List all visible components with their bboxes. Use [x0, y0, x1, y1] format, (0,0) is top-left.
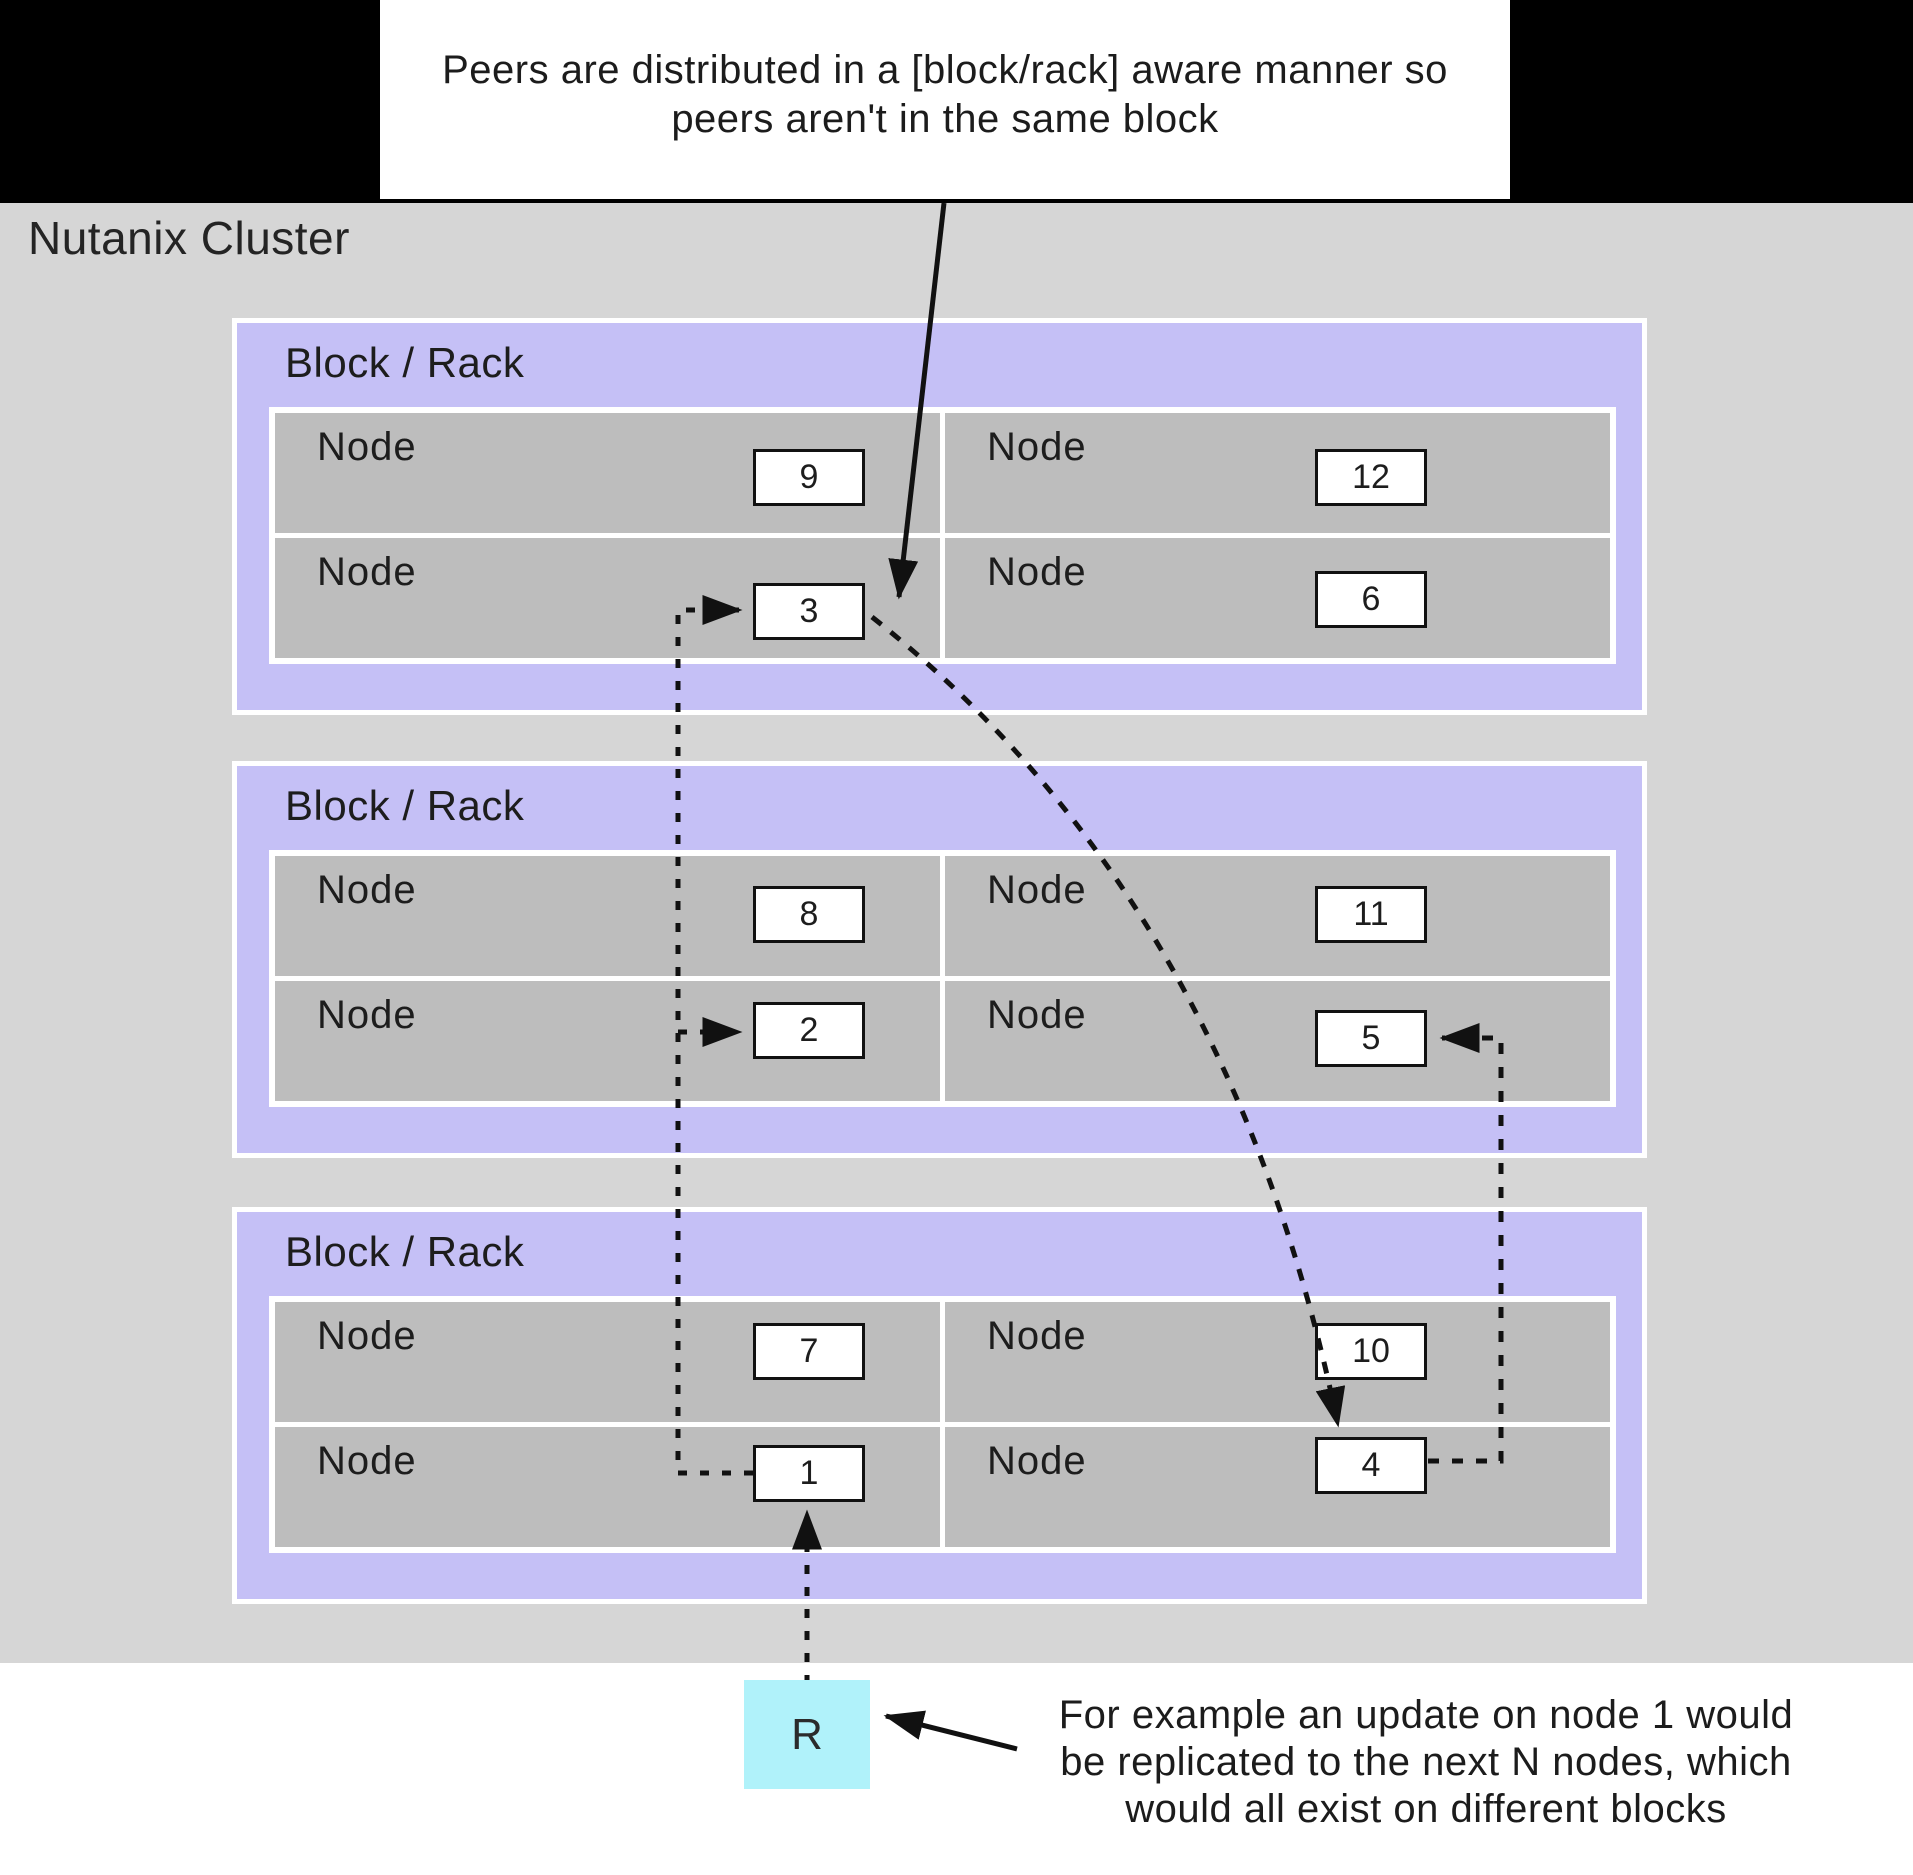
node-cell: Node 12: [945, 413, 1610, 533]
node-cell: Node 10: [945, 1302, 1610, 1422]
callout-peers-note: Peers are distributed in a [block/rack] …: [380, 0, 1510, 199]
block-rack-1: Block / Rack Node 9 Node 12 Node 3: [232, 318, 1647, 715]
note-line-2: be replicated to the next N nodes, which: [1060, 1740, 1792, 1784]
peer-box-7: 7: [753, 1323, 865, 1380]
peer-number: 1: [799, 1454, 819, 1492]
peer-number: 2: [799, 1011, 819, 1049]
peer-number: 10: [1352, 1332, 1390, 1370]
peer-number: 4: [1361, 1446, 1381, 1484]
note-line-3: would all exist on different blocks: [1125, 1787, 1727, 1831]
peer-number: 12: [1352, 458, 1390, 496]
callout-line-1: Peers are distributed in a [block/rack] …: [442, 48, 1448, 92]
peer-number: 11: [1353, 895, 1389, 933]
replication-example-note: For example an update on node 1 would be…: [1045, 1692, 1807, 1833]
peer-box-10: 10: [1315, 1323, 1427, 1380]
peer-box-4: 4: [1315, 1437, 1427, 1494]
peer-box-12: 12: [1315, 449, 1427, 506]
peer-box-3: 3: [753, 583, 865, 640]
node-label: Node: [987, 1314, 1087, 1358]
node-label: Node: [987, 1439, 1087, 1483]
node-label: Node: [317, 425, 417, 469]
peer-box-2: 2: [753, 1002, 865, 1059]
peer-box-11: 11: [1315, 886, 1427, 943]
node-cell: Node 2: [275, 981, 940, 1101]
node-label: Node: [987, 425, 1087, 469]
block-rack-3-label: Block / Rack: [285, 1228, 525, 1275]
callout-line-2: peers aren't in the same block: [671, 97, 1219, 141]
block-rack-3-node-grid: Node 7 Node 10 Node 1 Node 4: [269, 1296, 1616, 1553]
replica-label: R: [791, 1709, 823, 1759]
peer-box-6: 6: [1315, 571, 1427, 628]
node-label: Node: [317, 1314, 417, 1358]
node-label: Node: [987, 993, 1087, 1037]
node-cell: Node 1: [275, 1427, 940, 1547]
peer-box-8: 8: [753, 886, 865, 943]
peer-number: 8: [799, 895, 819, 933]
node-cell: Node 5: [945, 981, 1610, 1101]
peer-number: 6: [1361, 580, 1381, 618]
node-label: Node: [987, 550, 1087, 594]
block-rack-2-node-grid: Node 8 Node 11 Node 2 Node 5: [269, 850, 1616, 1107]
cluster-title: Nutanix Cluster: [28, 212, 350, 264]
node-cell: Node 6: [945, 538, 1610, 658]
peer-number: 7: [799, 1332, 819, 1370]
replica-r-box: R: [744, 1680, 870, 1789]
block-rack-2-label: Block / Rack: [285, 782, 525, 829]
node-cell: Node 3: [275, 538, 940, 658]
node-label: Node: [987, 868, 1087, 912]
node-cell: Node 4: [945, 1427, 1610, 1547]
note-pointer-arrow: [883, 1710, 1018, 1752]
note-line-1: For example an update on node 1 would: [1058, 1693, 1794, 1737]
block-rack-2: Block / Rack Node 8 Node 11 Node 2: [232, 761, 1647, 1158]
block-rack-1-label: Block / Rack: [285, 339, 525, 386]
node-cell: Node 8: [275, 856, 940, 976]
node-cell: Node 7: [275, 1302, 940, 1422]
node-label: Node: [317, 1439, 417, 1483]
node-cell: Node 9: [275, 413, 940, 533]
peer-box-9: 9: [753, 449, 865, 506]
node-cell: Node 11: [945, 856, 1610, 976]
peer-number: 9: [799, 458, 819, 496]
node-label: Node: [317, 550, 417, 594]
peer-number: 3: [799, 592, 819, 630]
node-label: Node: [317, 868, 417, 912]
block-rack-1-node-grid: Node 9 Node 12 Node 3 Node 6: [269, 407, 1616, 664]
peer-box-5: 5: [1315, 1010, 1427, 1067]
block-rack-3: Block / Rack Node 7 Node 10 Node 1: [232, 1207, 1647, 1604]
peer-box-1: 1: [753, 1445, 865, 1502]
peer-number: 5: [1361, 1019, 1381, 1057]
node-label: Node: [317, 993, 417, 1037]
